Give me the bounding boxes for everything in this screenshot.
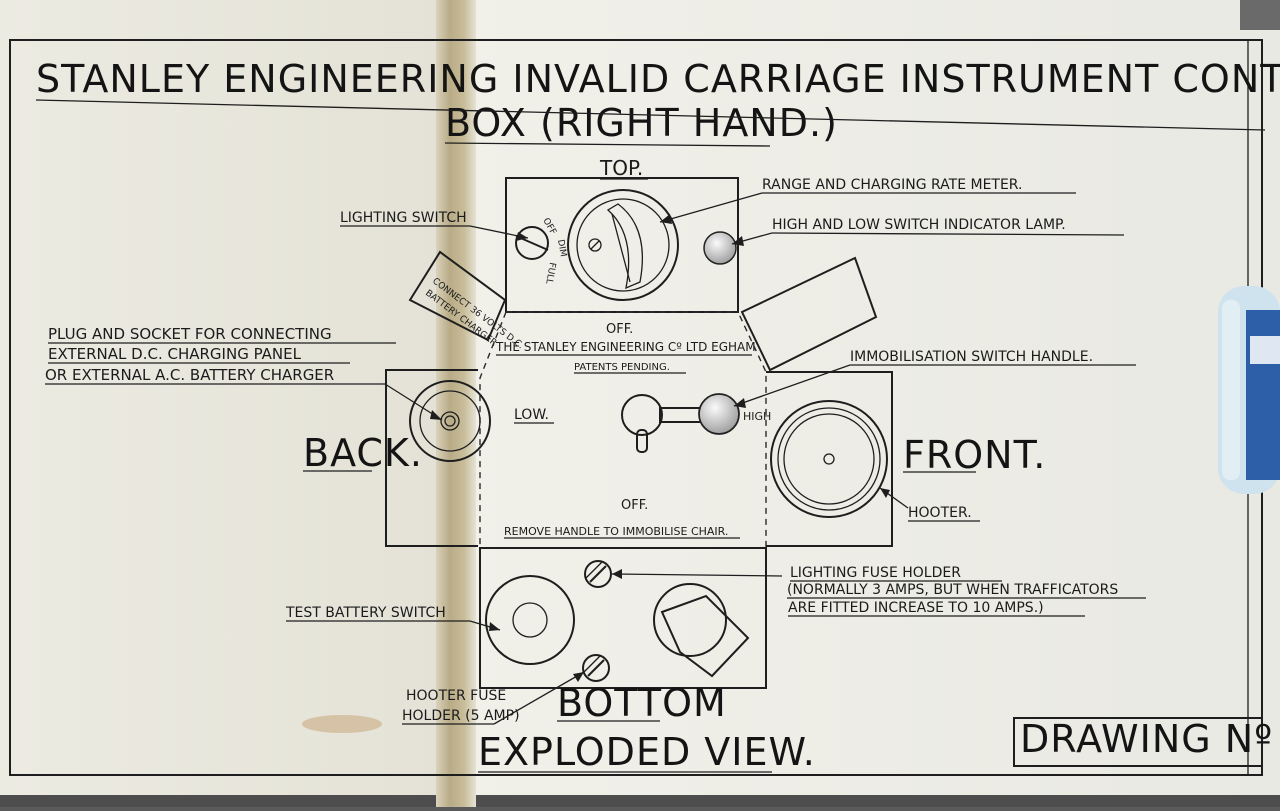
callout-lighting-fuse-2: (NORMALLY 3 AMPS, BUT WHEN TRAFFICATORS [787,582,1118,598]
callout-lighting-fuse-3: ARE FITTED INCREASE TO 10 AMPS.) [788,600,1044,616]
callout-test-battery: TEST BATTERY SWITCH [285,605,446,621]
panel-outline [479,311,767,549]
panel-high: HIGH [743,410,771,423]
callout-hooter: HOOTER. [908,505,972,521]
bottom-face [479,547,767,689]
switch-mark-dim: DIM [555,239,568,258]
side-flap-right [740,256,878,372]
lighting-switch-knob: OFF DIM FULL [515,217,568,285]
stain [302,715,382,733]
view-label-bottom: BOTTOM [557,681,727,725]
callout-hooter-fuse-2: HOLDER (5 AMP) [402,708,520,724]
view-label-back: BACK. [303,431,423,475]
test-battery-switch [485,575,575,665]
leader-immobilisation [733,364,851,407]
bottom-cover-plate [653,583,750,678]
panel-patents: PATENTS PENDING. [574,362,670,373]
drawing-number-box [1013,717,1263,767]
callout-indicator-lamp: HIGH AND LOW SWITCH INDICATOR LAMP. [772,217,1066,233]
callout-lighting-fuse-1: LIGHTING FUSE HOLDER [790,565,961,581]
panel-off-top: OFF. [606,322,633,337]
left-page [0,0,455,807]
water-bottle [1218,286,1280,494]
callout-immobilisation: IMMOBILISATION SWITCH HANDLE. [850,349,1093,365]
title-line-2: BOX (RIGHT HAND.) [445,101,838,145]
meter-gauge [567,189,679,301]
view-label-top: TOP. [599,156,643,180]
callout-lighting-switch: LIGHTING SWITCH [340,210,467,226]
panel-remove-handle: REMOVE HANDLE TO IMMOBILISE CHAIR. [504,525,728,538]
panel-off-bottom: OFF. [621,498,648,513]
panel-low: LOW. [514,407,549,423]
spine-fold [436,0,476,807]
leader-hooter-fuse [493,671,585,725]
switch-mark-full: FULL [543,261,557,284]
leader-lighting-fuse [611,573,783,577]
hooter-fuse-holder [582,654,610,682]
view-label-front: FRONT. [903,433,1046,477]
title-underline [35,99,1266,131]
callout-plug-line-2: EXTERNAL D.C. CHARGING PANEL [48,345,302,363]
callout-plug-line-1: PLUG AND SOCKET FOR CONNECTING [48,325,332,343]
indicator-lamp [703,231,737,265]
hooter [770,400,888,518]
plug-socket [409,380,491,462]
exploded-view-label: EXPLODED VIEW. [478,730,816,774]
callout-plug-line-3: OR EXTERNAL A.C. BATTERY CHARGER [45,366,334,384]
callout-hooter-fuse-1: HOOTER FUSE [406,688,506,704]
panel-maker: THE STANLEY ENGINEERING Cº LTD EGHAM [495,340,756,354]
callout-range-meter: RANGE AND CHARGING RATE METER. [762,177,1023,193]
leader-range-meter [659,192,763,223]
back-face [385,369,478,547]
immobilisation-switch [621,393,740,453]
lighting-fuse-holder [584,560,612,588]
drawing-number: DRAWING Nº 1. [1020,717,1280,761]
title-line-1: STANLEY ENGINEERING INVALID CARRIAGE INS… [36,57,1280,101]
